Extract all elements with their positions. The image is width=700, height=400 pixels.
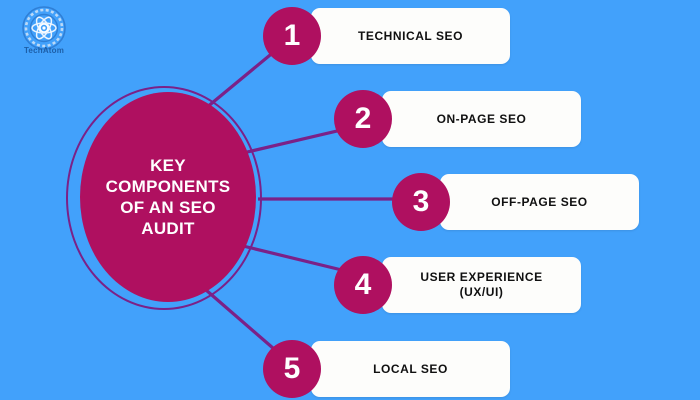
hub-title: KEY COMPONENTS OF AN SEO AUDIT — [105, 156, 231, 238]
list-item: USER EXPERIENCE (UX/UI) 4 — [334, 256, 581, 314]
item-number: 4 — [354, 268, 372, 301]
item-card[interactable]: ON-PAGE SEO — [382, 91, 581, 147]
item-card[interactable]: USER EXPERIENCE (UX/UI) — [382, 257, 581, 313]
item-number-badge: 2 — [334, 90, 392, 148]
item-label: OFF-PAGE SEO — [491, 194, 588, 209]
item-number: 3 — [412, 185, 430, 218]
item-label: USER EXPERIENCE (UX/UI) — [420, 270, 543, 299]
item-label: ON-PAGE SEO — [436, 111, 527, 126]
list-item: TECHNICAL SEO 1 — [263, 7, 510, 65]
list-item: OFF-PAGE SEO 3 — [392, 173, 639, 231]
list-item: ON-PAGE SEO 2 — [334, 90, 581, 148]
item-number-badge: 5 — [263, 340, 321, 398]
item-number: 1 — [283, 19, 301, 52]
brand-name: TechAtom — [23, 46, 65, 55]
item-number-badge: 1 — [263, 7, 321, 65]
item-number-badge: 4 — [334, 256, 392, 314]
item-card[interactable]: LOCAL SEO — [311, 341, 510, 397]
item-card[interactable]: OFF-PAGE SEO — [440, 174, 639, 230]
list-item: LOCAL SEO 5 — [263, 340, 510, 398]
atom-emblem-icon — [22, 6, 66, 50]
hub-circle: KEY COMPONENTS OF AN SEO AUDIT — [80, 92, 256, 302]
item-label: TECHNICAL SEO — [358, 28, 463, 43]
item-number: 2 — [354, 102, 372, 135]
item-number: 5 — [283, 352, 301, 385]
item-card[interactable]: TECHNICAL SEO — [311, 8, 510, 64]
item-number-badge: 3 — [392, 173, 450, 231]
item-label: LOCAL SEO — [373, 361, 448, 376]
brand-logo: TechAtom — [8, 6, 80, 62]
